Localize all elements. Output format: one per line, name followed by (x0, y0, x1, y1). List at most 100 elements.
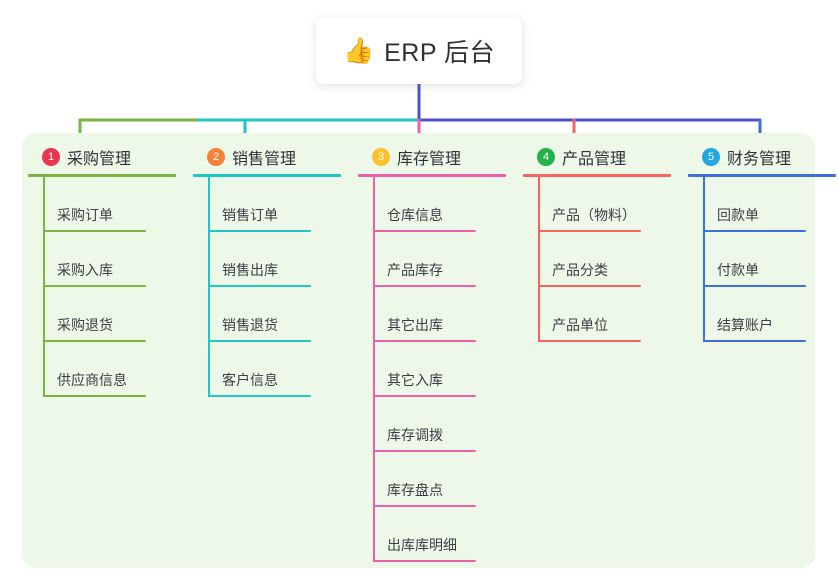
module-item-label: 回款单 (717, 207, 759, 223)
module-item-rule (373, 285, 476, 287)
module-title: 产品管理 (562, 151, 627, 168)
module-item-rule (43, 340, 146, 342)
module-header[interactable]: 3 库存管理 (352, 140, 516, 174)
module-item-label: 出库库明细 (387, 537, 457, 553)
module-item[interactable]: 仓库信息 (373, 177, 516, 232)
module-item[interactable]: 产品库存 (373, 232, 516, 287)
module-number-badge: 3 (372, 148, 390, 166)
module-item-label: 产品库存 (387, 262, 443, 278)
module-spine (373, 177, 375, 562)
module-item-label: 客户信息 (222, 372, 278, 388)
module-spine (43, 177, 45, 397)
module-item-list: 仓库信息产品库存其它出库其它入库库存调拨库存盘点出库库明细 (352, 177, 516, 562)
module-header-rule (193, 174, 341, 177)
module-item-label: 销售出库 (222, 262, 278, 278)
module-spine (538, 177, 540, 342)
module-spine (703, 177, 705, 342)
module-item[interactable]: 其它入库 (373, 342, 516, 397)
module-column: 4 产品管理产品（物料） 产品分类产品单位 (517, 140, 681, 342)
module-header-rule (28, 174, 176, 177)
module-header[interactable]: 1 采购管理 (22, 140, 186, 174)
module-item[interactable]: 客户信息 (208, 342, 351, 397)
module-header[interactable]: 5 财务管理 (682, 140, 839, 174)
module-item-rule (538, 230, 641, 232)
module-item-rule (373, 560, 476, 562)
module-item-label: 采购退货 (57, 317, 113, 333)
module-item-rule (43, 285, 146, 287)
module-item[interactable]: 采购订单 (43, 177, 186, 232)
module-title: 采购管理 (67, 151, 132, 168)
root-node-title: ERP 后台 (384, 39, 496, 67)
module-title: 库存管理 (397, 151, 462, 168)
module-item-rule (373, 230, 476, 232)
module-header[interactable]: 2 销售管理 (187, 140, 351, 174)
module-item-rule (208, 285, 311, 287)
module-item[interactable]: 库存盘点 (373, 452, 516, 507)
thumbs-up-icon: 👍 (342, 36, 375, 65)
module-item-rule (538, 340, 641, 342)
module-item[interactable]: 回款单 (703, 177, 839, 232)
module-item[interactable]: 产品分类 (538, 232, 681, 287)
module-item-rule (43, 230, 146, 232)
module-item-list: 采购订单采购入库采购退货供应商信息 (22, 177, 186, 397)
module-item-rule (703, 340, 806, 342)
module-item-label: 销售订单 (222, 207, 278, 223)
module-item-label: 库存盘点 (387, 482, 443, 498)
module-column: 3 库存管理仓库信息产品库存其它出库其它入库库存调拨库存盘点出库库明细 (352, 140, 516, 562)
module-number-badge: 4 (537, 148, 555, 166)
module-item-label: 付款单 (717, 262, 759, 278)
module-item[interactable]: 销售退货 (208, 287, 351, 342)
module-item[interactable]: 产品单位 (538, 287, 681, 342)
module-number-badge: 2 (207, 148, 225, 166)
module-spine (208, 177, 210, 397)
module-item-label: 库存调拨 (387, 427, 443, 443)
module-header-rule (523, 174, 671, 177)
root-node-card[interactable]: 👍 ERP 后台 (316, 18, 522, 84)
module-item[interactable]: 付款单 (703, 232, 839, 287)
module-item-label: 产品（物料） (552, 207, 636, 223)
module-item[interactable]: 供应商信息 (43, 342, 186, 397)
module-header-rule (358, 174, 506, 177)
module-item-label: 供应商信息 (57, 372, 127, 388)
module-column: 5 财务管理回款单付款单结算账户 (682, 140, 839, 342)
module-item-rule (373, 505, 476, 507)
module-item-rule (703, 230, 806, 232)
module-item-label: 产品单位 (552, 317, 608, 333)
module-column: 1 采购管理采购订单采购入库采购退货供应商信息 (22, 140, 186, 397)
module-item-label: 结算账户 (717, 317, 773, 333)
module-item-rule (373, 450, 476, 452)
module-item[interactable]: 结算账户 (703, 287, 839, 342)
module-item-rule (373, 395, 476, 397)
module-item-rule (373, 340, 476, 342)
module-item[interactable]: 库存调拨 (373, 397, 516, 452)
module-item-list: 销售订单销售出库销售退货客户信息 (187, 177, 351, 397)
module-item-label: 仓库信息 (387, 207, 443, 223)
module-item-label: 其它入库 (387, 372, 443, 388)
module-item[interactable]: 销售出库 (208, 232, 351, 287)
module-item[interactable]: 采购退货 (43, 287, 186, 342)
module-item[interactable]: 采购入库 (43, 232, 186, 287)
module-item-label: 销售退货 (222, 317, 278, 333)
module-item-rule (538, 285, 641, 287)
module-item-rule (208, 395, 311, 397)
module-number-badge: 5 (702, 148, 720, 166)
module-item-label: 其它出库 (387, 317, 443, 333)
module-item-rule (43, 395, 146, 397)
module-header-rule (688, 174, 836, 177)
module-item-rule (208, 340, 311, 342)
module-item[interactable]: 其它出库 (373, 287, 516, 342)
module-item-list: 产品（物料） 产品分类产品单位 (517, 177, 681, 342)
module-item-rule (208, 230, 311, 232)
module-title: 财务管理 (727, 151, 792, 168)
module-item-list: 回款单付款单结算账户 (682, 177, 839, 342)
module-item-label: 产品分类 (552, 262, 608, 278)
module-item-label: 采购订单 (57, 207, 113, 223)
module-item[interactable]: 销售订单 (208, 177, 351, 232)
modules-panel (22, 133, 815, 568)
module-number-badge: 1 (42, 148, 60, 166)
module-item[interactable]: 产品（物料） (538, 177, 681, 232)
module-item[interactable]: 出库库明细 (373, 507, 516, 562)
module-title: 销售管理 (232, 151, 297, 168)
module-header[interactable]: 4 产品管理 (517, 140, 681, 174)
